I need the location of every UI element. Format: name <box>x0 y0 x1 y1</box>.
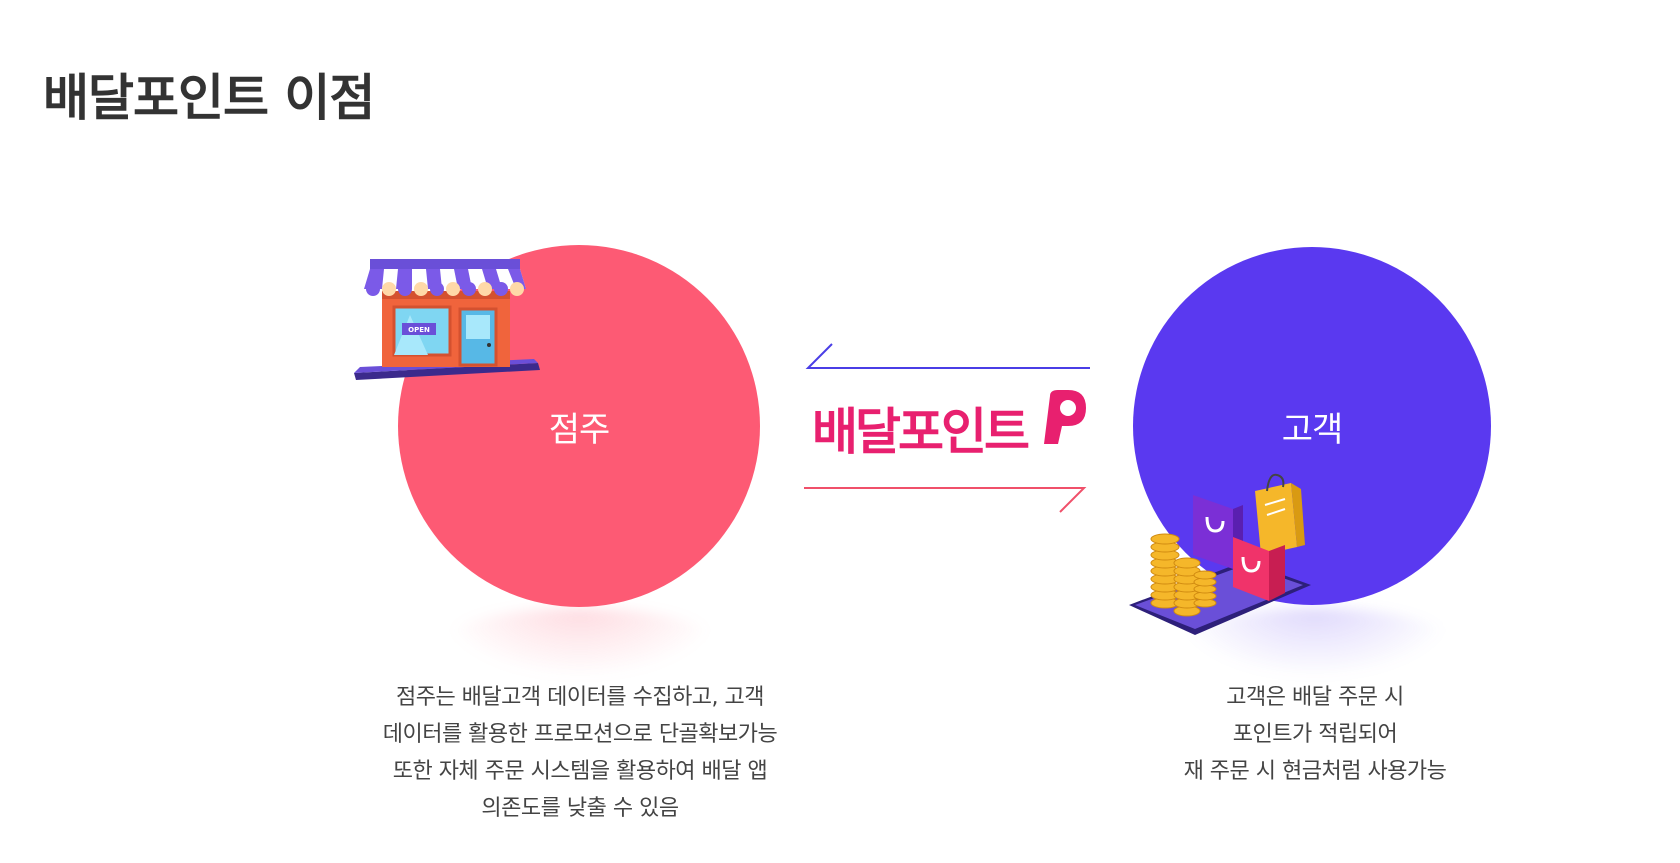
customer-description-line: 고객은 배달 주문 시 <box>1226 685 1404 710</box>
owner-description-line: 점주는 배달고객 데이터를 수집하고, 고객 <box>395 685 765 710</box>
owner-label: 점주 <box>548 409 611 450</box>
customer-description-line: 재 주문 시 현금처럼 사용가능 <box>1183 759 1447 784</box>
open-sign-text: OPEN <box>408 326 430 334</box>
owner-description-line: 또한 자체 주문 시스템을 활용하여 배달 앱 <box>392 759 768 784</box>
customer-description: 고객은 배달 주문 시 포인트가 적립되어 재 주문 시 현금처럼 사용가능 <box>1090 679 1540 790</box>
exchange-arrows-icon <box>804 343 1090 513</box>
storefront-icon: OPEN <box>348 255 548 389</box>
shopping-bags-coins-icon <box>1125 465 1315 649</box>
owner-description: 점주는 배달고객 데이터를 수집하고, 고객 데이터를 활용한 프로모션으로 단… <box>340 679 820 827</box>
brand-logo-text: 배달포인트 <box>812 403 1030 461</box>
customer-description-line: 포인트가 적립되어 <box>1232 722 1398 747</box>
right-arrow-icon <box>804 487 1087 513</box>
customer-label: 고객 <box>1281 409 1344 450</box>
owner-circle-reflection <box>440 608 720 678</box>
left-arrow-icon <box>805 343 1090 369</box>
owner-description-line: 데이터를 활용한 프로모션으로 단골확보가능 <box>382 722 778 747</box>
page-title: 배달포인트 이점 <box>43 69 375 127</box>
owner-description-line: 의존도를 낮출 수 있음 <box>481 796 679 821</box>
brand-p-mark-icon <box>1038 388 1090 452</box>
customer-circle: 고객 <box>1133 247 1491 605</box>
